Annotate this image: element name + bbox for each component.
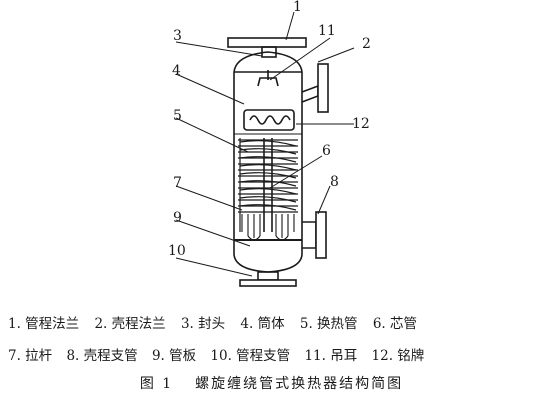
callout-4: 4 xyxy=(172,63,181,79)
callout-1: 1 xyxy=(293,0,302,15)
callout-9: 9 xyxy=(173,210,182,226)
core-tube xyxy=(263,138,273,232)
tube-bundle xyxy=(238,139,298,213)
legend-item: 4. 筒体 xyxy=(240,316,285,332)
lower-tube-ends xyxy=(241,214,295,241)
figure-caption: 图 1 螺旋缠绕管式换热器结构简图 xyxy=(0,373,543,393)
legend-item: 10. 管程支管 xyxy=(210,348,291,364)
callout-8: 8 xyxy=(330,174,339,190)
legend-row-2: 7. 拉杆 8. 壳程支管 9. 管板 10. 管程支管 11. 吊耳 12. … xyxy=(8,344,543,364)
callout-10: 10 xyxy=(168,243,186,259)
legend-item: 2. 壳程法兰 xyxy=(94,316,166,332)
shell-side-nozzle-top xyxy=(301,63,329,113)
legend-item: 7. 拉杆 xyxy=(8,348,53,364)
legend-item: 12. 铭牌 xyxy=(371,348,425,364)
legend-item: 3. 封头 xyxy=(180,316,226,332)
figure-number: 图 1 xyxy=(139,376,174,392)
nameplate xyxy=(243,109,295,131)
tube-side-nozzle-bottom xyxy=(239,271,297,287)
legend-item: 1. 管程法兰 xyxy=(8,316,80,332)
top-head xyxy=(233,51,303,73)
legend-row-1: 1. 管程法兰 2. 壳程法兰 3. 封头 4. 筒体 5. 换热管 6. 芯管 xyxy=(8,312,543,332)
heat-exchanger-diagram: 1 11 2 3 4 12 5 6 7 8 9 10 xyxy=(168,0,371,287)
callout-5: 5 xyxy=(173,108,182,124)
legend-item: 6. 芯管 xyxy=(372,316,418,332)
callout-7: 7 xyxy=(173,175,182,191)
callout-3: 3 xyxy=(173,28,182,44)
legend-item: 5. 换热管 xyxy=(299,316,358,332)
callout-12: 12 xyxy=(352,116,370,132)
shell xyxy=(233,71,303,255)
tube-side-flange-top xyxy=(227,37,307,58)
legend-item: 8. 壳程支管 xyxy=(66,348,138,364)
shell-side-nozzle-bottom xyxy=(302,211,327,259)
callout-2: 2 xyxy=(362,36,371,52)
bottom-head xyxy=(233,254,303,273)
legend-item: 11. 吊耳 xyxy=(304,348,358,364)
legend-item: 9. 管板 xyxy=(151,348,197,364)
callout-6: 6 xyxy=(322,143,331,159)
figure-title: 螺旋缠绕管式换热器结构简图 xyxy=(195,376,404,392)
leader-lines xyxy=(175,11,355,277)
callout-11: 11 xyxy=(318,23,336,39)
